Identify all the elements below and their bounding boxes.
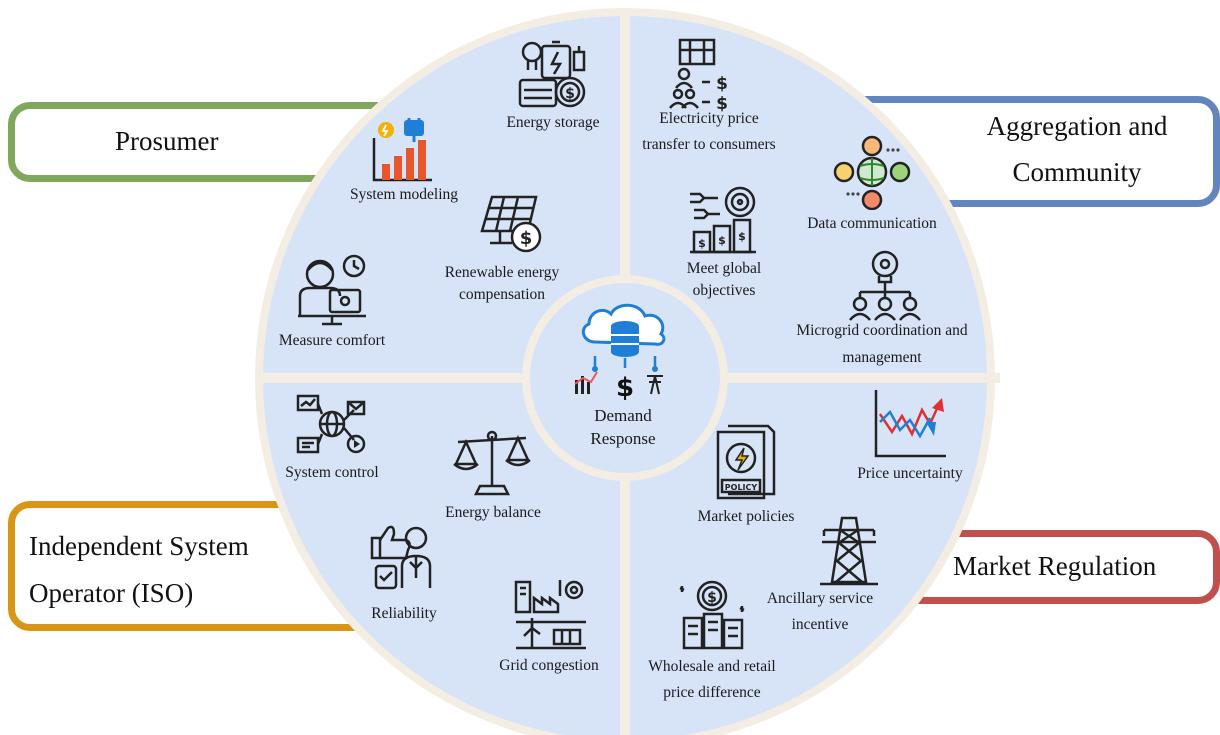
- electricity-price-label-line1: Electricity price: [659, 110, 759, 127]
- network-people-icon: [833, 135, 911, 210]
- aggregation-community-tab: Aggregation and Community: [800, 96, 1220, 207]
- microgrid-label-line1: Microgrid coordination and: [796, 322, 968, 339]
- svg-text:$: $: [698, 237, 706, 250]
- ancillary-service-label-line2: incentive: [791, 616, 849, 633]
- outer-ring: [255, 8, 995, 735]
- grid-congestion-label: Grid congestion: [499, 657, 599, 674]
- svg-text:$: $: [718, 234, 726, 247]
- wholesale-retail-label-line2: price difference: [663, 684, 761, 701]
- data-communication-label: Data communication: [807, 215, 937, 232]
- coin-buildings-icon: $: [679, 580, 745, 650]
- energy-balance-label: Energy balance: [445, 504, 541, 521]
- prosumer-title: Prosumer: [115, 126, 219, 156]
- thumbs-up-person-icon: [370, 525, 432, 590]
- measure-comfort-label: Measure comfort: [278, 332, 386, 349]
- center-title-line1: Demand: [594, 406, 652, 425]
- transmission-tower-icon: [820, 516, 878, 586]
- electricity-price-label-line2: transfer to consumers: [642, 136, 776, 153]
- wholesale-retail-label-line1: Wholesale and retail: [648, 658, 776, 675]
- svg-text:$: $: [565, 86, 575, 102]
- aggregation-title-line2: Community: [1012, 157, 1142, 187]
- svg-text:POLICY: POLICY: [725, 483, 758, 492]
- center-title-line2: Response: [590, 429, 656, 448]
- bar-chart-plug-icon: [372, 118, 432, 182]
- market-title: Market Regulation: [953, 551, 1157, 581]
- svg-text:$: $: [707, 590, 717, 606]
- iso-title-line1: Independent System: [29, 531, 249, 561]
- svg-text:$: $: [716, 94, 728, 112]
- ancillary-service-label-line1: Ancillary service: [766, 590, 874, 607]
- renewable-energy-label-line1: Renewable energy: [444, 264, 560, 281]
- iso-title-line2: Operator (ISO): [29, 578, 194, 608]
- aggregation-title-line1: Aggregation and: [986, 111, 1168, 141]
- microgrid-label-line2: management: [842, 349, 922, 366]
- power-plant-icon: [514, 580, 586, 650]
- price-uncertainty-label: Price uncertainty: [857, 465, 963, 482]
- battery-storage-icon: $: [518, 40, 586, 108]
- volatile-chart-icon: [874, 390, 946, 458]
- team-idea-icon: [849, 250, 921, 321]
- reliability-label: Reliability: [371, 605, 437, 622]
- cloud-database-icon: $: [574, 303, 666, 402]
- meet-global-label-line1: Meet global: [686, 260, 762, 277]
- target-goals-icon: $ $ $: [690, 186, 756, 254]
- svg-text:$: $: [616, 373, 634, 402]
- globe-network-icon: [296, 394, 366, 454]
- scale-balance-icon: [453, 430, 531, 496]
- center-disk: [530, 283, 720, 473]
- solar-panel-dollar-icon: $: [480, 195, 542, 253]
- system-modeling-label: System modeling: [349, 186, 459, 203]
- svg-text:$: $: [716, 74, 728, 94]
- policy-document-icon: POLICY: [716, 424, 776, 500]
- svg-text:$: $: [520, 228, 533, 249]
- meet-global-label-line2: objectives: [692, 282, 756, 299]
- renewable-energy-label-line2: compensation: [458, 286, 546, 303]
- energy-storage-label: Energy storage: [506, 114, 600, 131]
- person-clock-icon: [298, 254, 366, 326]
- system-control-label: System control: [285, 464, 379, 481]
- market-policies-label: Market policies: [697, 508, 795, 525]
- svg-text:$: $: [738, 230, 746, 243]
- building-consumers-price-icon: $ $: [669, 38, 728, 112]
